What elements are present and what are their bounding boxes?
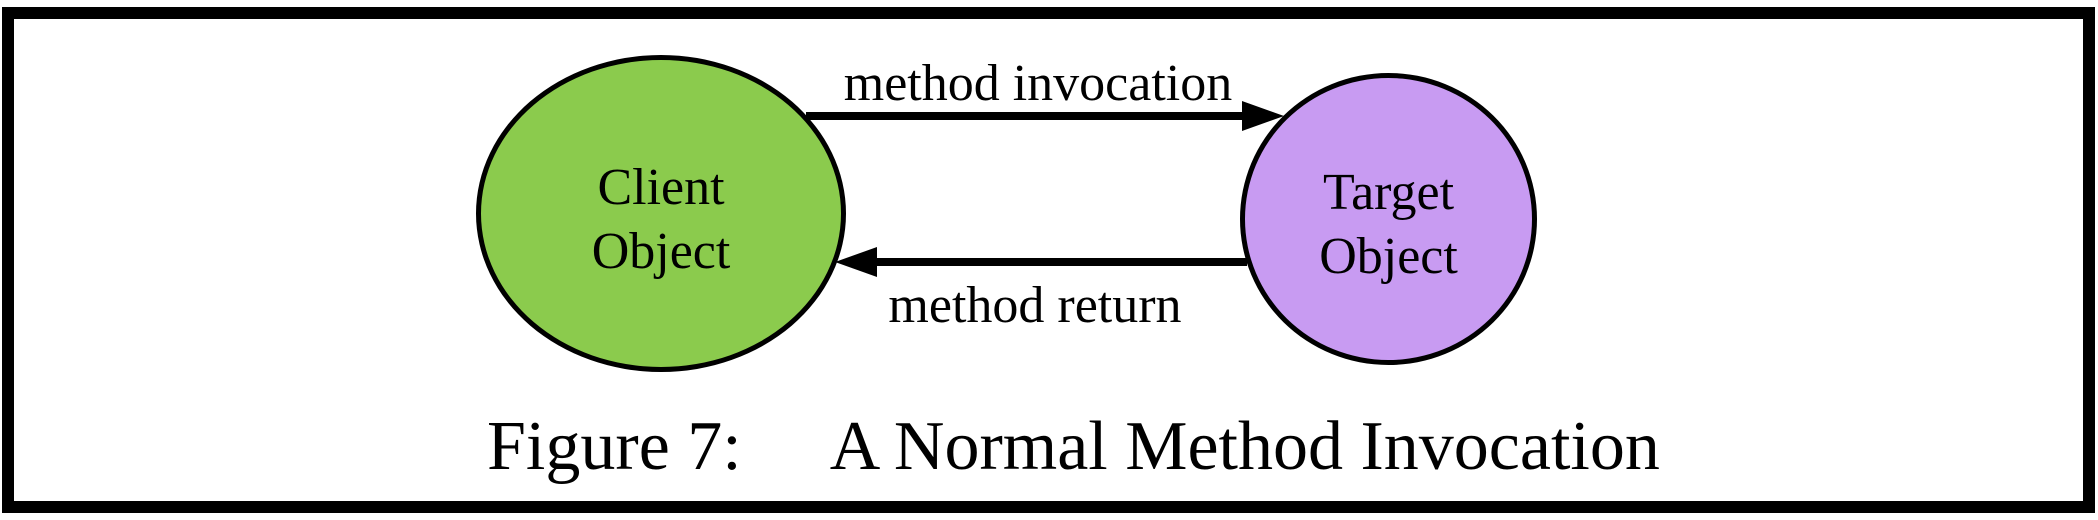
invocation-arrow-line bbox=[806, 112, 1242, 120]
figure-caption: Figure 7: A Normal Method Invocation bbox=[487, 410, 1660, 484]
return-arrow-line bbox=[877, 258, 1247, 266]
figure-border bbox=[2, 7, 2095, 513]
figure-caption-title: A Normal Method Invocation bbox=[829, 408, 1660, 485]
return-arrow-label: method return bbox=[888, 277, 1182, 334]
invocation-arrowhead-icon bbox=[1242, 101, 1284, 131]
client-object-label-line2: Object bbox=[591, 222, 731, 280]
figure-caption-label: Figure 7: bbox=[487, 408, 742, 485]
return-arrowhead-icon bbox=[835, 247, 877, 277]
node-client-object: Client Object bbox=[476, 55, 846, 372]
node-target-object: Target Object bbox=[1240, 73, 1537, 365]
invocation-arrow-label: method invocation bbox=[843, 55, 1233, 112]
target-object-label-line1: Target bbox=[1322, 164, 1455, 221]
target-object-label-line2: Object bbox=[1319, 228, 1458, 285]
client-object-label-line1: Client bbox=[597, 158, 725, 216]
